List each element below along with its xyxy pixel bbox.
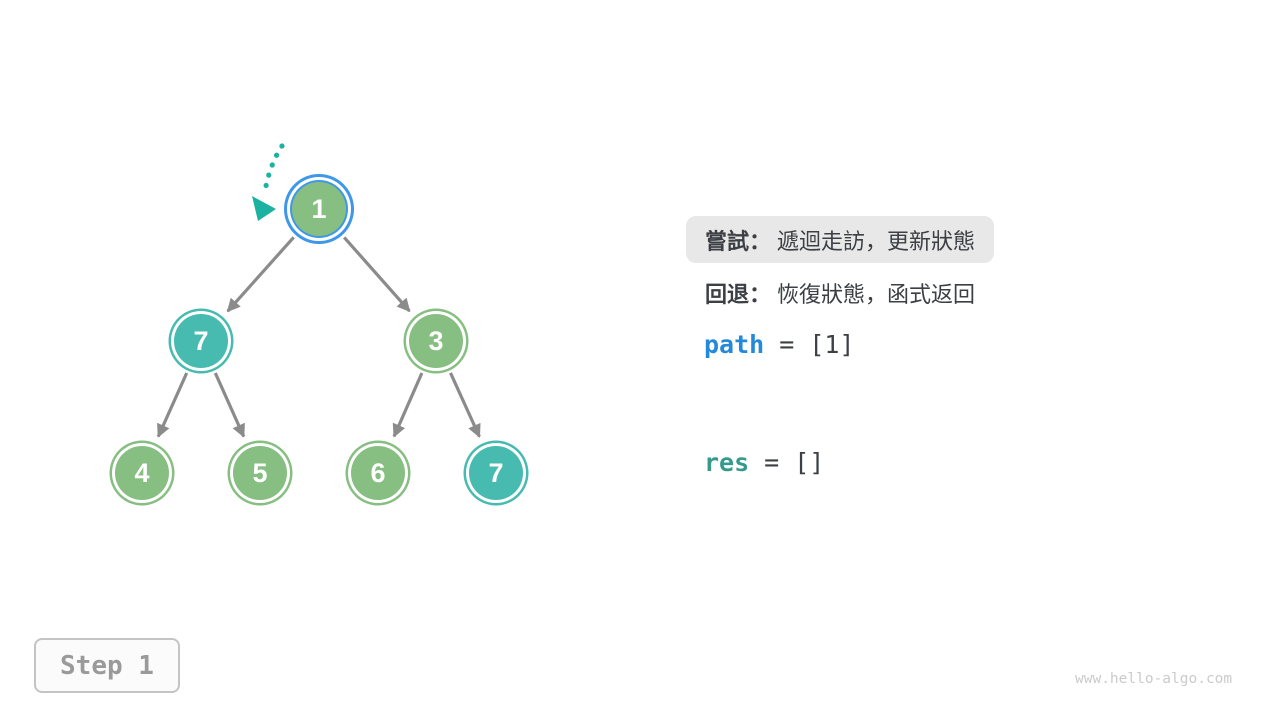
current-node-pointer-arrowhead-icon [252,196,276,221]
tree-node-3: 3 [409,314,463,368]
step-badge: Step 1 [34,638,180,693]
try-note-text: 遞迴走訪，更新狀態 [777,229,976,255]
tree-node-4: 4 [115,446,169,500]
tree-edge [449,372,481,438]
tree-node-value: 6 [370,457,386,488]
tree-node-1: 1 [292,182,346,236]
tree-edge [343,236,411,313]
path-variable-value: = [1] [779,330,855,359]
tree-edge [226,236,295,313]
try-note: 嘗試： 遞迴走訪，更新狀態 [686,216,995,263]
tree-node-value: 5 [252,457,268,488]
tree-edge [156,372,189,438]
tree-node-5: 5 [233,446,287,500]
watermark: www.hello-algo.com [1075,671,1233,687]
path-variable-name: path [704,330,765,359]
tree-node-value: 1 [311,193,327,224]
res-variable-line: res = [] [704,448,824,477]
tree-node-value: 4 [134,457,150,488]
tree-node-value: 7 [488,457,504,488]
step-badge-label: Step 1 [60,650,154,681]
tree-node-7: 7 [469,446,523,500]
retreat-note: 回退： 恢復狀態，函式返回 [705,278,975,308]
res-variable-name: res [704,448,750,477]
tree-node-value: 3 [428,325,444,356]
res-variable-value: = [] [764,448,825,477]
retreat-note-label: 回退： [705,283,772,308]
tree-node-7: 7 [174,314,228,368]
tree-edge [213,372,246,438]
tree-node-6: 6 [351,446,405,500]
try-note-label: 嘗試： [705,229,772,255]
tree-edge [392,372,424,438]
retreat-note-text: 恢復狀態，函式返回 [777,283,976,308]
path-variable-line: path = [1] [704,330,854,359]
tree-node-value: 7 [193,325,209,356]
current-node-pointer-dots-icon [262,143,285,194]
